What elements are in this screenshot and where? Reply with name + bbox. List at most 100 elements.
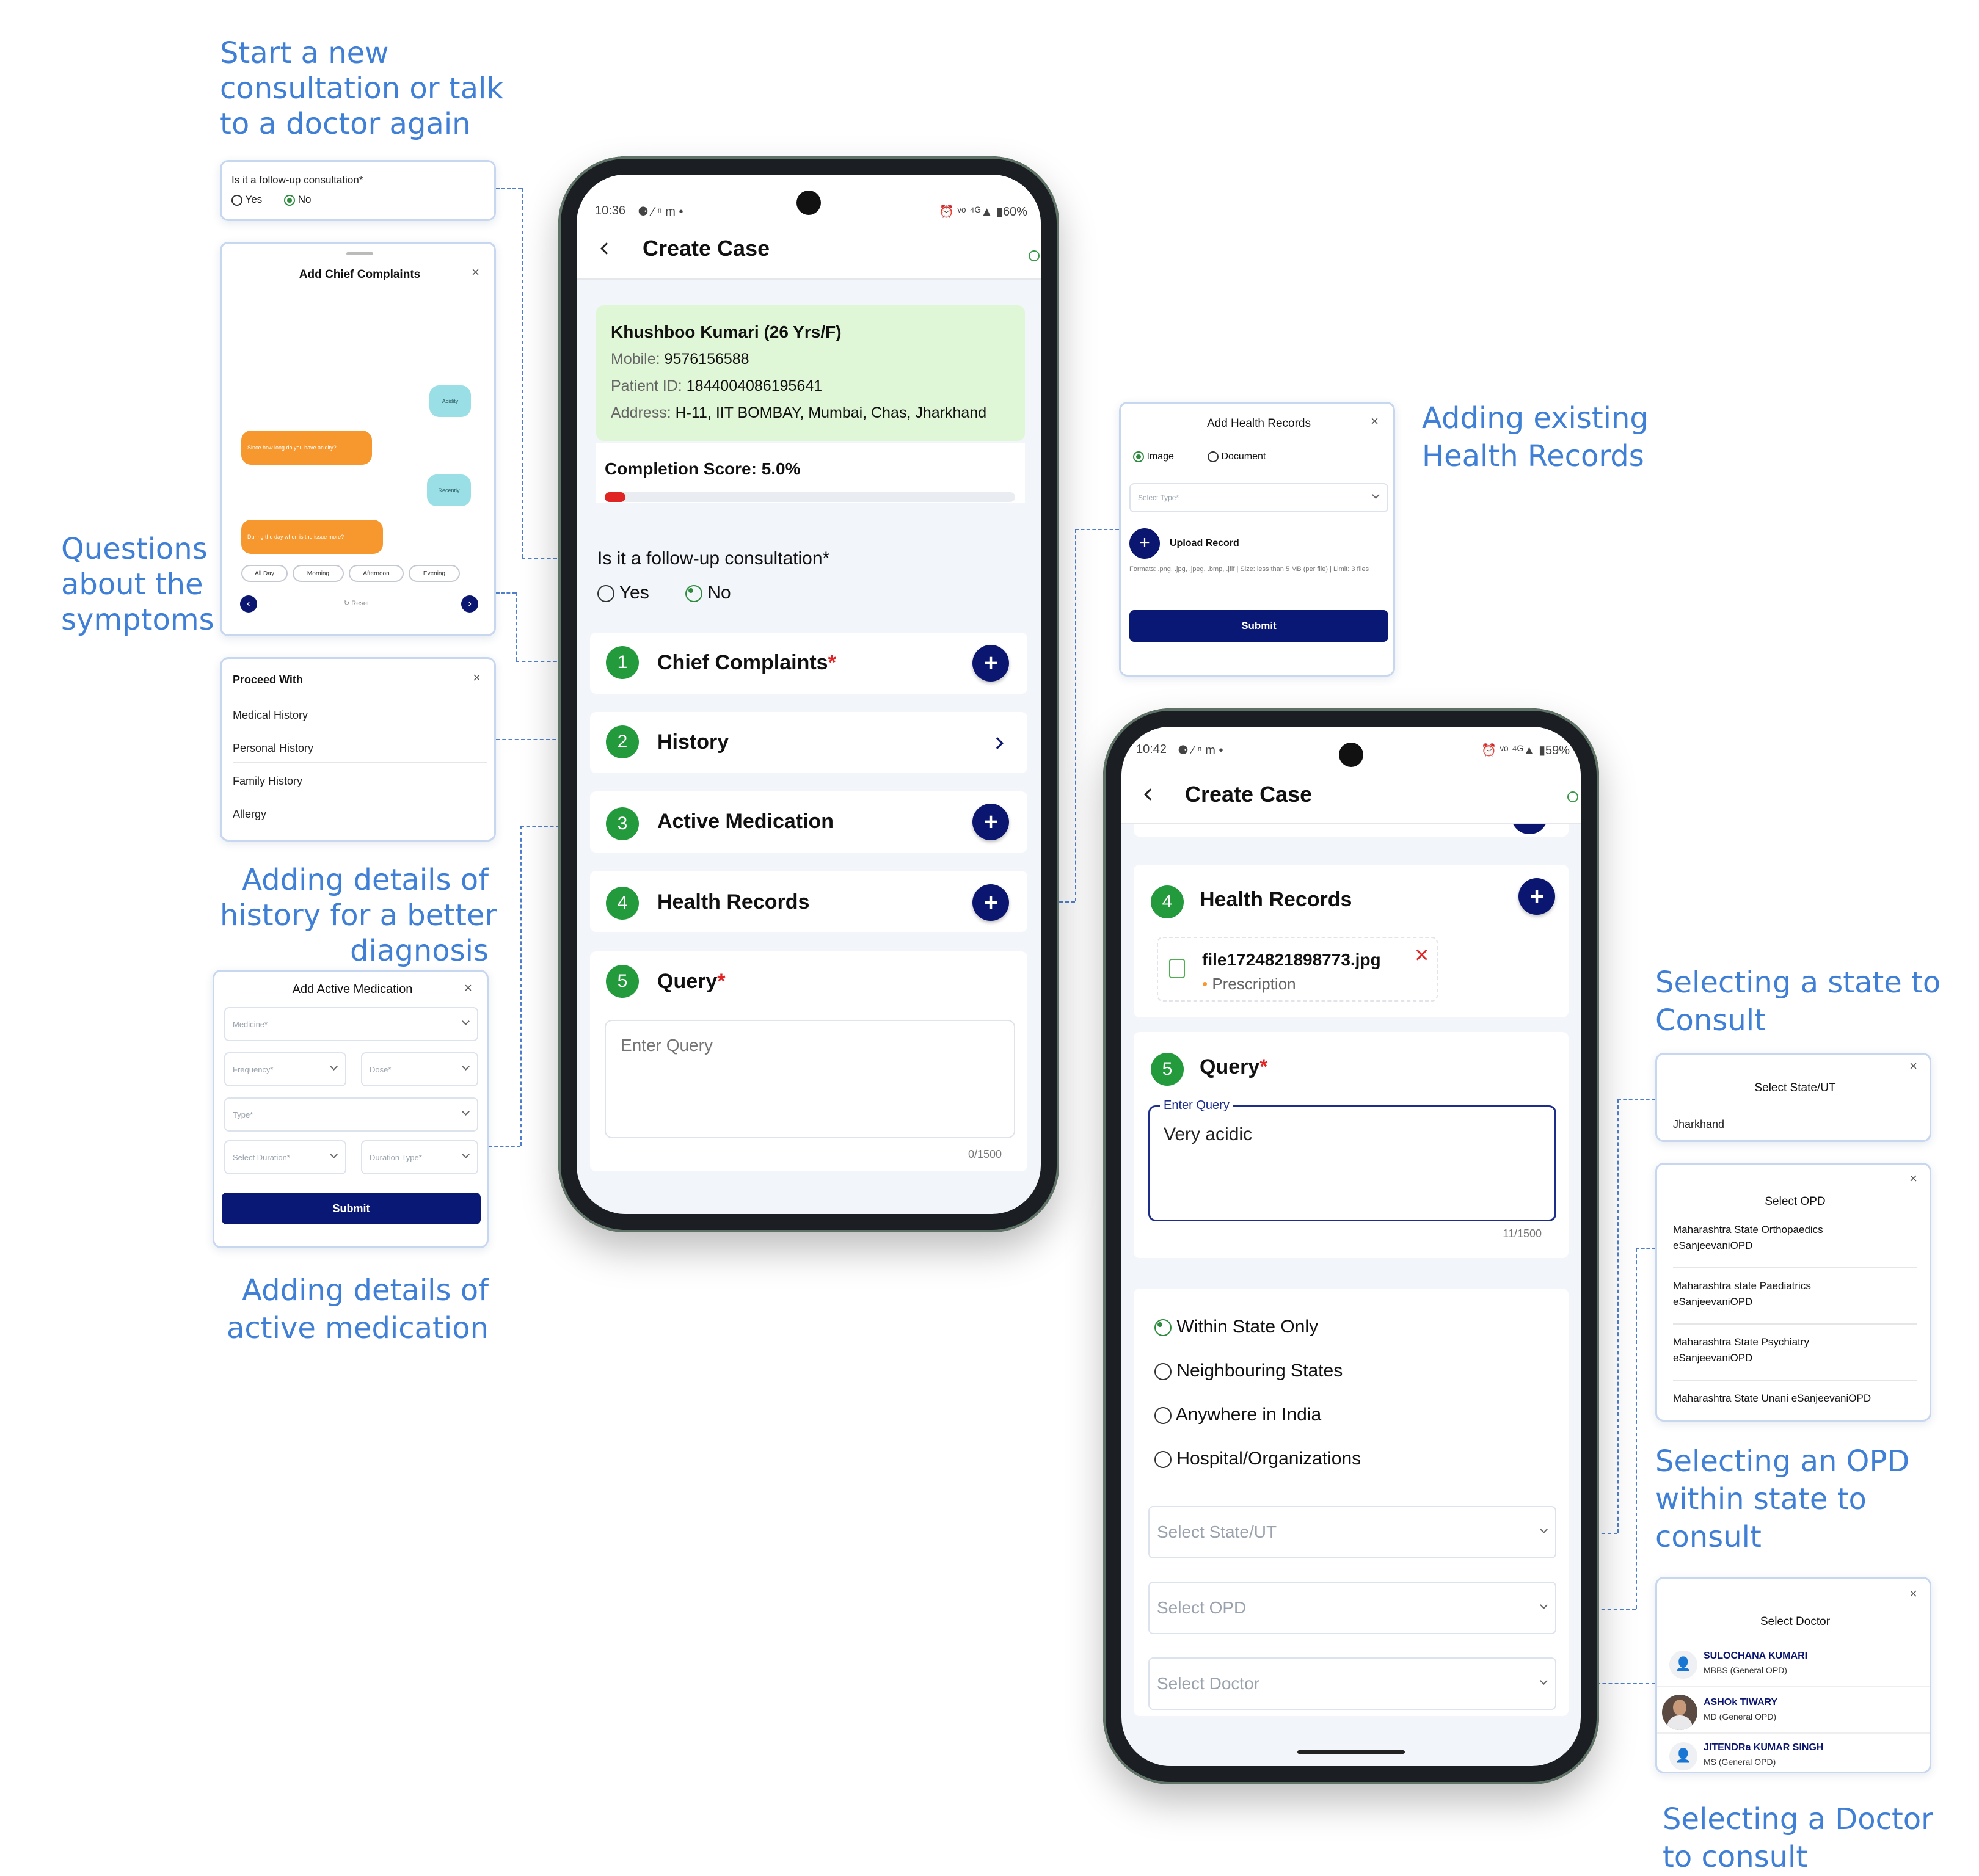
submit-button[interactable]: Submit [1129, 610, 1388, 642]
caption-medication: Adding details of active medication [227, 1273, 489, 1345]
select-doctor-dropdown[interactable]: Select Doctor [1148, 1657, 1556, 1710]
select-type[interactable]: Select Type* [1129, 483, 1388, 512]
image-option[interactable]: Image [1133, 451, 1174, 462]
doctor-row[interactable]: 👤 SULOCHANA KUMARI MBBS (General OPD) [1657, 1642, 1930, 1687]
section-active-medication[interactable]: 3 Active Medication + [590, 791, 1027, 853]
back-icon[interactable] [1144, 788, 1156, 801]
doctor-row[interactable]: 👤 JITENDRa KUMAR SINGH MS (General OPD) [1657, 1735, 1930, 1772]
info-icon[interactable] [1029, 250, 1040, 261]
doctor-row[interactable]: ASHOk TIWARY MD (General OPD) [1657, 1689, 1930, 1734]
upload-button[interactable]: + [1129, 528, 1160, 559]
section-history[interactable]: 2 History [590, 712, 1027, 773]
chevron-down-icon [1540, 1525, 1548, 1533]
chip-afternoon[interactable]: Afternoon [349, 565, 404, 582]
radio-image[interactable] [1133, 451, 1144, 462]
frequency-select[interactable]: Frequency* [224, 1052, 346, 1086]
phone-1-rim [558, 156, 1059, 1232]
connector-history [496, 739, 600, 740]
add-active-medication-button[interactable]: + [972, 804, 1009, 840]
document-option[interactable]: Document [1208, 451, 1266, 462]
menu-item-family-history[interactable]: Family History [233, 775, 303, 787]
submit-button[interactable]: Submit [222, 1193, 481, 1224]
section-health-records[interactable]: 4 Health Records + [590, 871, 1027, 932]
home-indicator [1297, 1750, 1405, 1754]
opd-option-psychiatry[interactable]: Maharashtra State Psychiatry eSanjeevani… [1673, 1334, 1917, 1381]
followup-no-option[interactable]: No [685, 583, 731, 603]
chip-morning[interactable]: Morning [293, 565, 344, 582]
duration-select[interactable]: Select Duration* [224, 1140, 346, 1174]
add-health-records-button[interactable]: + [972, 884, 1009, 921]
select-opd-dropdown[interactable]: Select OPD [1148, 1582, 1556, 1634]
dose-select[interactable]: Dose* [361, 1052, 478, 1086]
option-neighbouring-states[interactable]: Neighbouring States [1154, 1361, 1343, 1381]
close-icon[interactable]: × [1371, 413, 1379, 429]
doctor-degree: MD (General OPD) [1704, 1712, 1777, 1721]
close-icon[interactable]: × [1909, 1058, 1917, 1074]
followup-no-option[interactable]: No [284, 194, 311, 206]
close-icon[interactable]: × [472, 264, 479, 280]
followup-question: Is it a follow-up consultation* [597, 548, 830, 569]
duration-type-select[interactable]: Duration Type* [361, 1140, 478, 1174]
connector-followup-3 [522, 558, 589, 559]
status-time: 10:42 [1136, 743, 1167, 756]
connector-state-2 [1617, 1099, 1619, 1533]
close-icon[interactable]: × [1909, 1171, 1917, 1186]
chevron-right-icon[interactable] [991, 737, 1004, 749]
state-option-jharkhand[interactable]: Jharkhand [1673, 1118, 1725, 1130]
menu-item-personal-history[interactable]: Personal History [233, 742, 314, 754]
completion-progress-fill [605, 492, 625, 502]
prev-button[interactable]: ‹ [240, 595, 257, 613]
reset-button[interactable]: ↻ Reset [344, 600, 370, 607]
step-number: 2 [606, 725, 639, 758]
opd-option-orthopaedics[interactable]: Maharashtra State Orthopaedics eSanjeeva… [1673, 1222, 1917, 1268]
close-icon[interactable]: × [1909, 1586, 1917, 1601]
next-button[interactable]: › [461, 595, 478, 613]
radio-within-state[interactable] [1154, 1319, 1172, 1337]
select-state-dropdown[interactable]: Select State/UT [1148, 1506, 1556, 1558]
radio-no[interactable] [284, 194, 295, 206]
drag-handle[interactable] [346, 252, 373, 255]
radio-hospital[interactable] [1154, 1451, 1172, 1469]
query-input[interactable]: Enter Query Very acidic [1148, 1099, 1556, 1221]
opd-option-paediatrics[interactable]: Maharashtra state Paediatrics eSanjeevan… [1673, 1278, 1917, 1325]
query-input[interactable] [605, 1020, 1015, 1138]
option-anywhere-in-india[interactable]: Anywhere in India [1154, 1405, 1321, 1425]
camera-hole [1339, 743, 1363, 767]
close-icon[interactable]: × [473, 670, 481, 685]
camera-hole [796, 191, 821, 215]
add-chief-complaints-button[interactable]: + [972, 645, 1009, 682]
medicine-select[interactable]: Medicine* [224, 1007, 478, 1041]
option-hospital-organizations[interactable]: Hospital/Organizations [1154, 1449, 1361, 1469]
chip-evening[interactable]: Evening [409, 565, 460, 582]
opd-option-unani[interactable]: Maharashtra State Unani eSanjeevaniOPD [1673, 1392, 1871, 1404]
doctor-name: SULOCHANA KUMARI [1704, 1651, 1808, 1661]
add-health-records-button[interactable]: + [1518, 878, 1555, 915]
radio-document[interactable] [1208, 451, 1219, 462]
connector-state-3 [1617, 1099, 1655, 1100]
radio-anywhere[interactable] [1154, 1407, 1172, 1425]
radio-neighbouring[interactable] [1154, 1363, 1172, 1381]
file-name: file1724821898773.jpg [1202, 950, 1381, 969]
menu-item-allergy[interactable]: Allergy [233, 808, 267, 820]
section-title: History [657, 730, 729, 754]
step-number: 5 [606, 965, 639, 998]
file-type: • Prescription [1202, 975, 1296, 993]
type-select[interactable]: Type* [224, 1097, 478, 1132]
section-title: Health Records [657, 890, 810, 914]
doctor-name: JITENDRa KUMAR SINGH [1704, 1742, 1824, 1753]
radio-yes[interactable] [597, 585, 614, 603]
followup-yes-option[interactable]: Yes [597, 583, 649, 603]
chip-all-day[interactable]: All Day [241, 565, 288, 582]
menu-item-medical-history[interactable]: Medical History [233, 709, 308, 721]
option-within-state[interactable]: Within State Only [1154, 1317, 1318, 1337]
proceed-with-card: Proceed With × Medical History Personal … [220, 657, 496, 842]
caption-opd: Selecting an OPD within state to consult [1655, 1444, 1910, 1554]
info-icon[interactable] [1567, 791, 1578, 802]
connector-followup-1 [496, 188, 522, 189]
close-icon[interactable]: × [464, 980, 472, 995]
followup-yes-option[interactable]: Yes [231, 194, 262, 206]
section-chief-complaints[interactable]: 1 Chief Complaints* + [590, 633, 1027, 694]
radio-no[interactable] [685, 585, 702, 603]
radio-yes[interactable] [231, 194, 242, 206]
remove-file-icon[interactable]: × [1415, 942, 1429, 969]
